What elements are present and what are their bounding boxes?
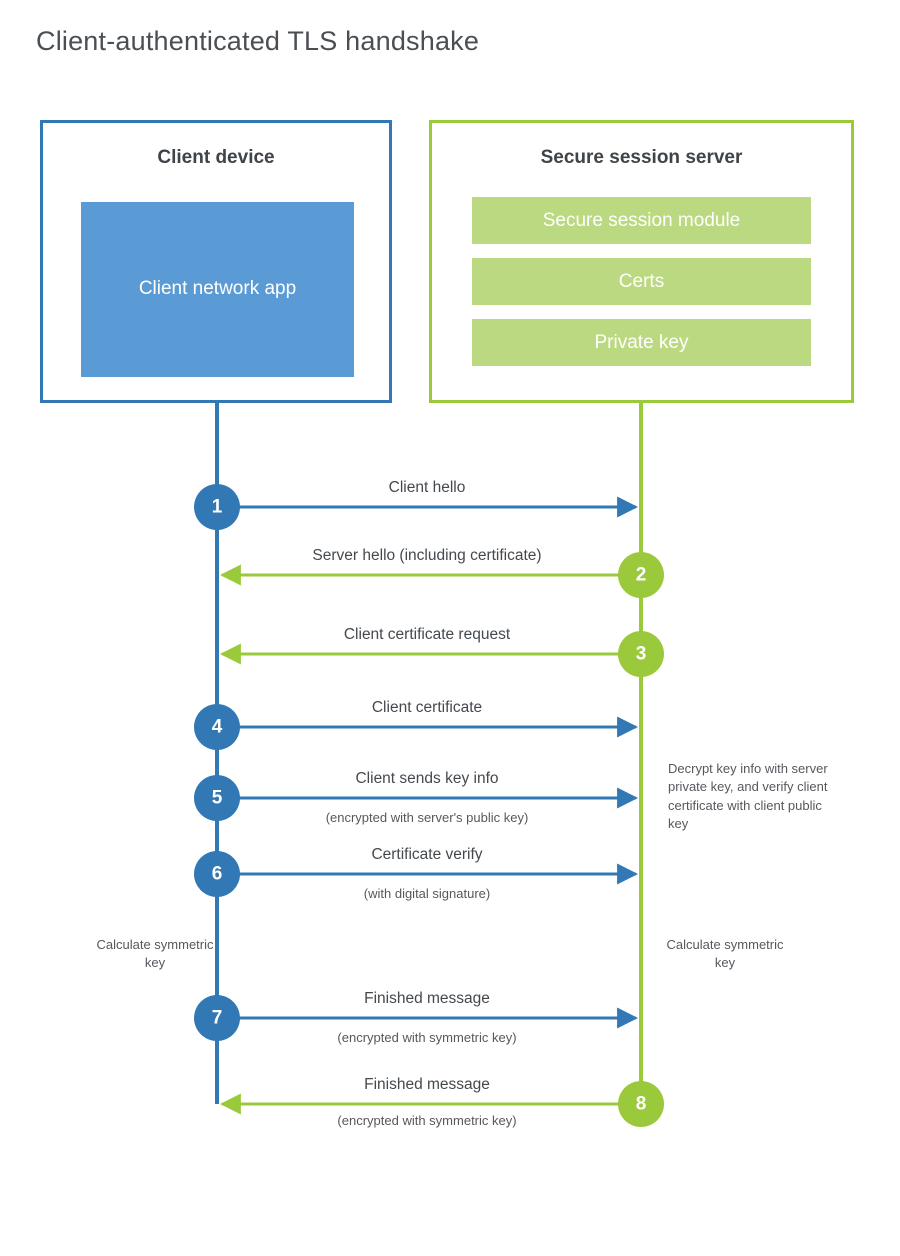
step-marker-1-label: 1 [212,497,223,518]
message-sublabel-5: (encrypted with server's public key) [325,810,529,825]
message-label-6: Certificate verify [371,846,483,863]
server-component-certs: Certs [472,258,811,305]
step-marker-7-label: 7 [212,1008,223,1029]
step-marker-6[interactable]: 6 [194,851,240,897]
message-sublabel-8: (encrypted with symmetric key) [337,1113,517,1128]
server-component-secure-session-module: Secure session module [472,197,811,244]
page-title: Client-authenticated TLS handshake [36,26,480,56]
message-label-4: Client certificate [371,699,483,716]
step-marker-2[interactable]: 2 [618,552,664,598]
step-marker-6-label: 6 [212,864,223,885]
step-marker-7[interactable]: 7 [194,995,240,1041]
message-label-8: Finished message [364,1076,490,1093]
step-marker-4-label: 4 [212,717,223,738]
server-components-list: Secure session module Certs Private key [472,197,811,380]
step-marker-3[interactable]: 3 [618,631,664,677]
message-label-1: Client hello [388,479,466,496]
message-sublabel-6: (with digital signature) [363,886,491,901]
note-client-calculate-symmetric-key: Calculate symmetric key [96,937,214,971]
step-marker-1[interactable]: 1 [194,484,240,530]
message-sublabel-7: (encrypted with symmetric key) [337,1030,517,1045]
step-marker-3-label: 3 [636,644,647,665]
client-device-title: Client device [157,147,275,168]
note-server-calculate-symmetric-key: Calculate symmetric key [666,937,784,971]
secure-session-server-title: Secure session server [540,147,743,168]
step-marker-5[interactable]: 5 [194,775,240,821]
message-label-2: Server hello (including certificate) [312,547,542,564]
message-label-5: Client sends key info [355,770,499,787]
message-label-3: Client certificate request [343,626,511,643]
server-component-private-key: Private key [472,319,811,366]
message-label-7: Finished message [364,990,490,1007]
step-marker-8[interactable]: 8 [618,1081,664,1127]
note-server-decrypt: Decrypt key info with server private key… [668,761,828,832]
step-marker-8-label: 8 [636,1094,647,1115]
client-network-app-block: Client network app [81,202,354,377]
secure-session-server-box: Secure session server Secure session mod… [429,120,854,403]
client-device-box: Client device Client network app [40,120,392,403]
step-marker-4[interactable]: 4 [194,704,240,750]
step-marker-2-label: 2 [636,565,647,586]
step-marker-5-label: 5 [212,788,223,809]
